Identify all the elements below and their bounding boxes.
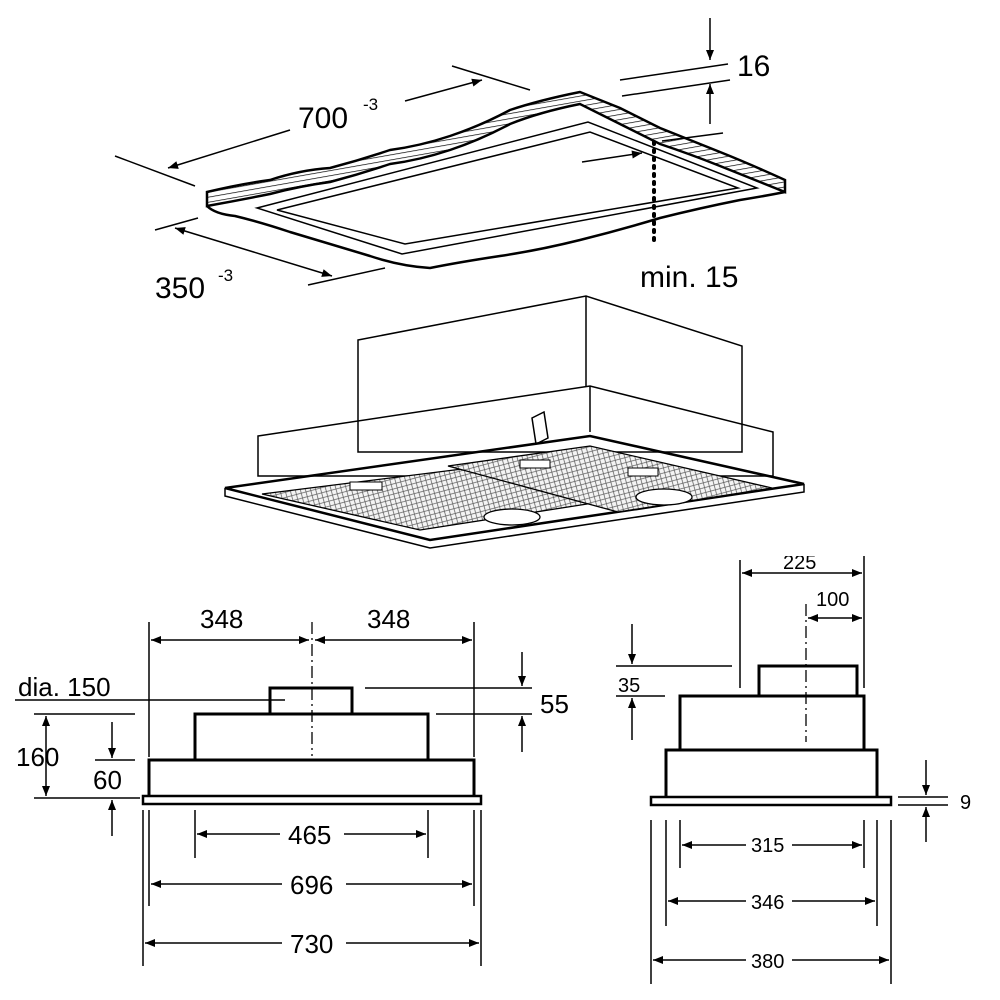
frame-width: 730 <box>290 929 333 959</box>
duct-diameter-label: dia. 150 <box>18 672 111 702</box>
cutout-width-value: 700 <box>298 102 348 135</box>
duct-offset: 100 <box>816 589 849 611</box>
cutout-depth-tolerance: -3 <box>218 266 233 285</box>
top-offset: 225 <box>783 552 816 574</box>
front-half-right: 348 <box>367 604 410 634</box>
body-width: 696 <box>290 870 333 900</box>
min-clearance: min. 15 <box>640 261 738 294</box>
front-half-left: 348 <box>200 604 243 634</box>
frame-thickness: 9 <box>960 792 971 814</box>
housing-width: 465 <box>288 820 331 850</box>
ceiling-cutout: 700 -3 350 -3 16 min. 15 <box>114 18 787 305</box>
ceiling-slab-edge <box>205 90 787 208</box>
duct-height: 55 <box>540 689 569 719</box>
side-view: 225 100 35 9 315 346 380 <box>616 540 971 984</box>
housing-depth: 315 <box>751 835 784 857</box>
slab-bottom-edge <box>206 190 786 270</box>
front-view: 348 348 dia. 150 55 160 60 465 696 <box>15 604 569 966</box>
base-height: 60 <box>93 765 122 795</box>
cutout-width-tolerance: -3 <box>363 95 378 114</box>
cutout-outer <box>254 121 760 255</box>
frame-depth: 380 <box>751 951 784 973</box>
cutout-depth-value: 350 <box>155 272 205 305</box>
cutout-inner <box>276 131 741 245</box>
body-depth: 346 <box>751 892 784 914</box>
step-height: 35 <box>618 675 640 697</box>
total-height: 160 <box>16 742 59 772</box>
slab-thickness: 16 <box>737 50 770 83</box>
hood-perspective <box>224 295 805 549</box>
